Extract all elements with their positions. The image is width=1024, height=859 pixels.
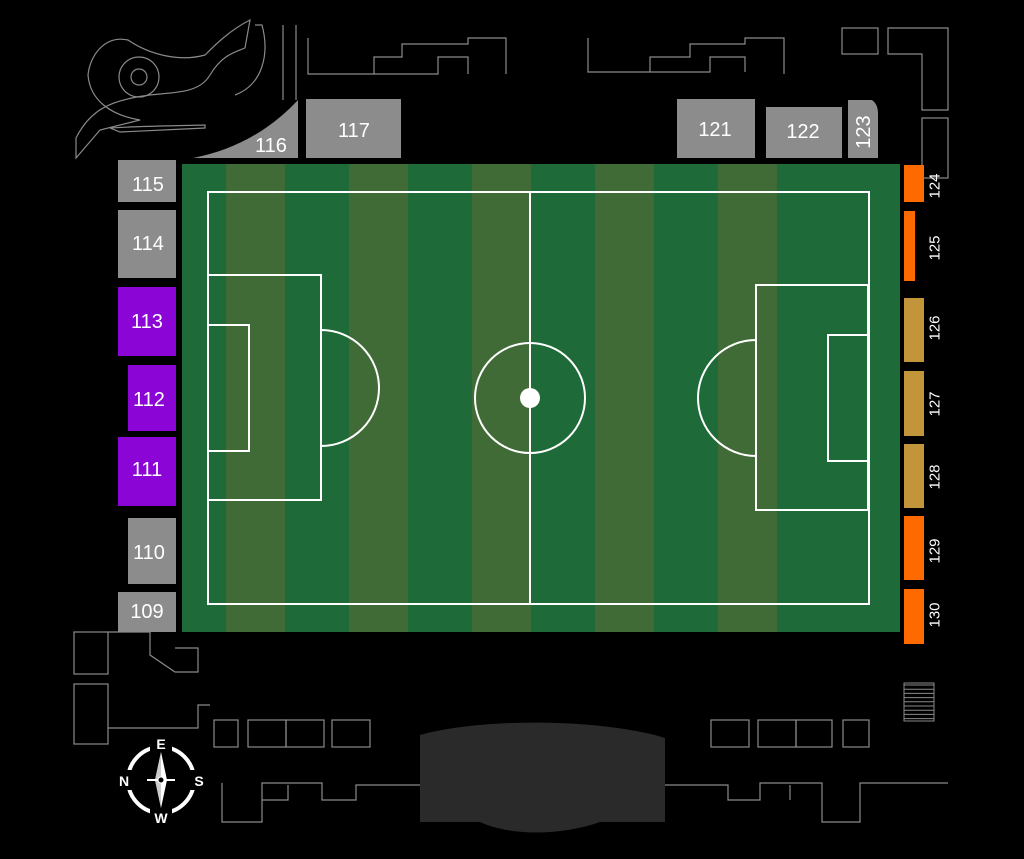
svg-text:128: 128 <box>927 464 944 489</box>
stairs-icon <box>903 682 935 722</box>
section-114[interactable]: 114 <box>118 210 176 278</box>
center-circle <box>474 342 586 454</box>
svg-text:124: 124 <box>927 173 944 198</box>
section-115[interactable]: 115 <box>118 160 176 202</box>
section-110[interactable]: 110 <box>128 518 176 584</box>
pitch-stripe <box>595 164 654 632</box>
section-122[interactable]: 122 <box>766 107 842 158</box>
left-penalty-arc <box>320 329 380 447</box>
section-127[interactable]: 127 <box>904 371 944 436</box>
section-126[interactable]: 126 <box>904 298 944 362</box>
compass-bottom-label: W <box>154 810 168 826</box>
section-112[interactable]: 112 <box>128 365 176 431</box>
section-109[interactable]: 109 <box>118 592 176 632</box>
surrounding-structures <box>75 18 949 179</box>
pitch-stripe <box>718 164 777 632</box>
section-129[interactable]: 129 <box>904 516 944 580</box>
right-penalty-arc <box>697 339 757 457</box>
compass-right-label: S <box>194 773 203 789</box>
svg-text:125: 125 <box>927 235 944 260</box>
pitch-stripes <box>226 164 777 632</box>
svg-text:129: 129 <box>927 538 944 563</box>
compass-rose-icon: E W N S <box>118 736 204 826</box>
section-125[interactable]: 125 <box>904 211 944 281</box>
left-goal-area <box>207 324 250 452</box>
concourse <box>420 722 665 833</box>
right-goal-area <box>827 334 869 462</box>
bottom-structures <box>73 631 948 833</box>
svg-text:130: 130 <box>927 602 944 627</box>
section-121[interactable]: 121 <box>677 99 755 158</box>
soccer-pitch <box>182 164 900 632</box>
svg-text:126: 126 <box>927 315 944 340</box>
section-124[interactable]: 124 <box>904 165 944 202</box>
section-130[interactable]: 130 <box>904 589 944 644</box>
section-111[interactable]: 111 <box>118 437 176 506</box>
section-128[interactable]: 128 <box>904 444 944 508</box>
section-123[interactable]: 123 <box>848 100 878 158</box>
pitch-base <box>182 164 900 632</box>
section-113[interactable]: 113 <box>118 287 176 356</box>
center-spot <box>520 388 540 408</box>
section-116[interactable]: 116 <box>193 100 298 158</box>
svg-text:127: 127 <box>927 391 944 416</box>
section-117[interactable]: 117 <box>306 99 401 158</box>
compass-top-label: E <box>156 736 165 752</box>
compass-left-label: N <box>119 773 129 789</box>
pitch-stripe <box>226 164 285 632</box>
